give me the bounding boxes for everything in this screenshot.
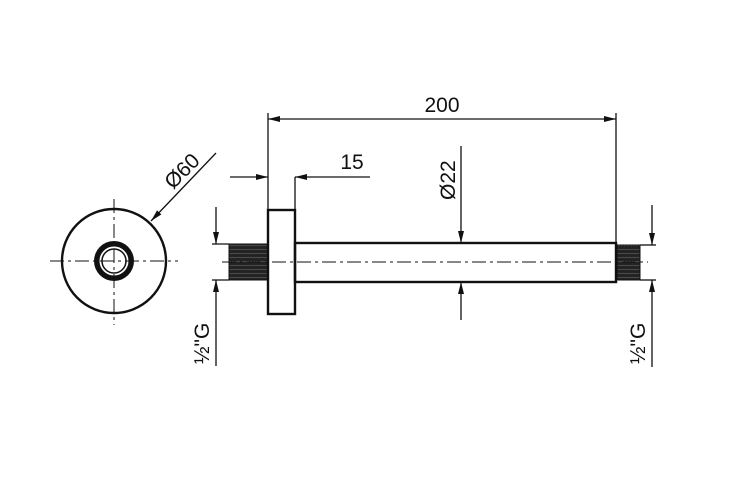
left-thread-dimension: ½"G xyxy=(191,207,229,366)
right-thread-label: ½"G xyxy=(627,323,650,364)
flange-thickness-label: 15 xyxy=(340,151,363,174)
length-label: 200 xyxy=(424,94,459,117)
side-view xyxy=(222,208,648,316)
front-view: Ø60 xyxy=(50,149,217,325)
diameter-leader xyxy=(150,152,217,222)
pipe-diameter-label: Ø22 xyxy=(437,160,460,200)
length-dimension: 200 xyxy=(267,94,617,243)
flange-thickness-dimension: 15 xyxy=(230,151,370,210)
pipe-diameter-dimension: Ø22 xyxy=(437,146,464,320)
right-thread-dimension: ½"G xyxy=(627,205,656,367)
flange-diameter-label: Ø60 xyxy=(160,149,204,193)
left-thread-label: ½"G xyxy=(191,323,214,364)
